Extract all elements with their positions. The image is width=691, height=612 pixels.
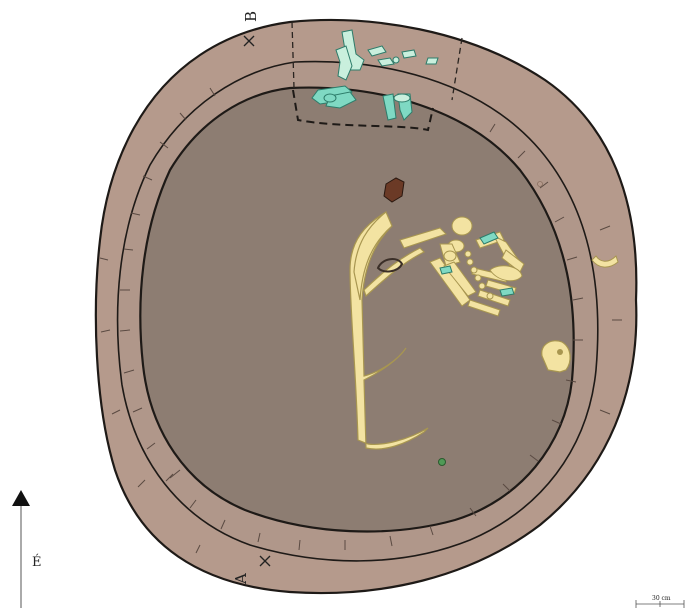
section-label-a: A [232,573,250,585]
ring-tick-marks [99,87,622,554]
section-label-b: B [242,11,260,22]
section-cross-a [259,555,271,567]
scale-bar [635,600,685,608]
bone-ring [376,258,404,273]
skull [541,340,571,373]
teal-bone-fragments [439,231,515,297]
section-cross-b [243,35,255,47]
north-label: É [32,554,42,570]
skull-eye-socket [557,349,563,355]
north-arrow-icon [12,490,30,608]
rib-fragment [591,255,619,268]
pot-sherd [383,177,405,203]
red-deer-antler [349,211,429,450]
green-bead [438,458,446,466]
trench-section-lines [291,21,463,101]
teal-bone-deposit [311,29,439,121]
scale-label: 30 cm [652,595,671,602]
antler-tine [363,247,426,298]
small-pebble [537,181,543,187]
